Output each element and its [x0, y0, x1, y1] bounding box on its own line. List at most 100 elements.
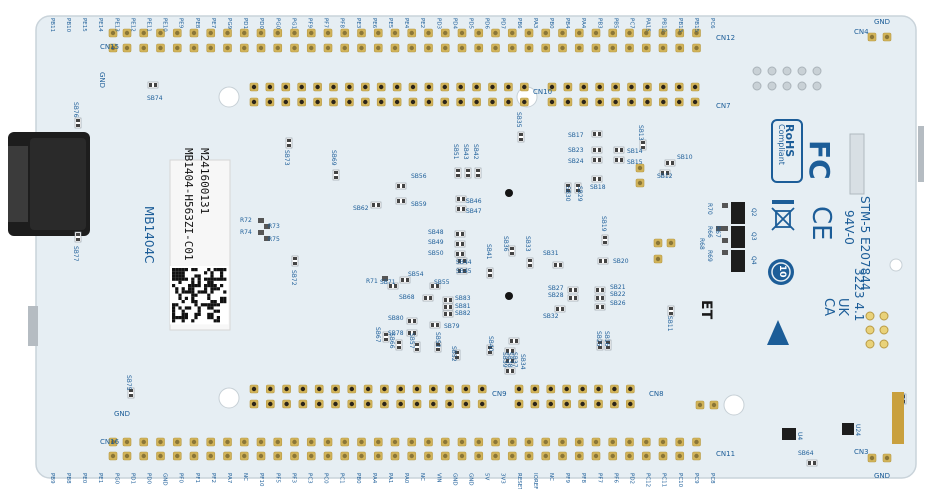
solder-bridge-sb80: [406, 317, 418, 325]
solder-bridge-sb53-pad: [436, 348, 440, 351]
solder-bridge-sb44-pad: [458, 259, 461, 263]
silk-label-sb52: SB52: [450, 346, 457, 362]
pin-label-top: PE13: [113, 18, 119, 32]
solder-bridge-sb21-pad: [596, 288, 599, 292]
solder-bridge-sb13-pad: [641, 146, 645, 149]
qr-module: [197, 306, 201, 310]
solder-bridge-sb23: [591, 146, 603, 154]
qr-module: [216, 309, 220, 313]
header-pin-cn9-hole: [398, 401, 403, 407]
header-pin-cn10-hole: [283, 84, 288, 90]
qr-module: [197, 280, 201, 284]
header-pin-cn11-hole: [493, 439, 498, 445]
header-pin-cn11-hole: [208, 453, 213, 459]
qr-module: [175, 316, 179, 320]
solder-bridge-sb25: [596, 339, 604, 351]
header-pin-cn11-hole: [309, 439, 314, 445]
header-pin-cn12-hole: [141, 45, 146, 51]
pin-label-top: PC6: [709, 18, 715, 29]
resistor-r73: [264, 224, 270, 229]
header-pin-cn11-hole: [560, 439, 565, 445]
silk-label-sb11: SB11: [666, 316, 673, 332]
silk-label-sb25: SB25: [595, 331, 602, 347]
header-pin-cn7-hole: [645, 99, 650, 105]
pin-label-bottom: GND: [162, 473, 168, 486]
header-pin-cn11-hole: [342, 439, 347, 445]
jumper-pin-hole: [655, 240, 661, 246]
label-cn8: CN8: [649, 390, 664, 398]
solder-bridge-sb83-pad: [444, 298, 447, 302]
solder-bridge-sb37-pad: [511, 349, 514, 353]
qr-module: [207, 312, 211, 316]
qr-module: [175, 274, 179, 278]
pin-label-top: PE10: [162, 18, 168, 32]
header-pin-cn7-hole: [629, 99, 634, 105]
qr-module: [188, 290, 192, 294]
side-connector: [28, 306, 38, 346]
qr-module: [184, 268, 188, 272]
pin-label-bottom: PF8: [580, 473, 586, 483]
silk-label-r72: R72: [240, 217, 252, 224]
header-pin-cn10-hole: [522, 99, 527, 105]
solder-bridge-sb26-pad: [596, 305, 599, 309]
header-pin-cn11-hole: [242, 439, 247, 445]
header-pin-cn10-hole: [315, 84, 320, 90]
pin-label-bottom: PE0: [81, 473, 87, 484]
pin-label-bottom: NC: [242, 473, 248, 481]
solder-bridge-sb10: [664, 159, 676, 167]
qr-module: [213, 284, 217, 288]
qr-module: [172, 309, 176, 313]
solder-bridge-sb18-pad: [598, 177, 601, 181]
header-pin-cn11-hole: [392, 453, 398, 459]
header-pin-cn11-hole: [158, 453, 163, 459]
qr-module: [220, 296, 224, 300]
pin-label-bottom: IOREF: [532, 473, 538, 489]
qr-module: [223, 296, 227, 300]
header-pin-cn11-hole: [526, 439, 532, 445]
solder-bridge-sb83: [442, 296, 454, 304]
resistor-r75: [264, 236, 270, 241]
solder-bridge-sb68: [422, 294, 434, 302]
header-pin-cn11-hole: [610, 439, 615, 445]
qr-module: [204, 284, 208, 288]
solder-bridge-sb48-pad: [461, 232, 464, 236]
silk-label-sb23: SB23: [568, 147, 584, 154]
solder-bridge-sb20-pad: [599, 259, 602, 263]
label-cn12: CN12: [716, 34, 736, 42]
pin-label-bottom: GND: [468, 473, 474, 486]
qr-module: [175, 290, 179, 294]
solder-bridge-sb42: [474, 167, 482, 179]
solder-bridge-sb49-pad: [461, 242, 464, 246]
solder-bridge-sb10-pad: [666, 161, 669, 165]
qr-module: [204, 290, 208, 294]
pin-label-top: PE12: [129, 18, 135, 32]
solder-bridge-sb38-pad: [511, 359, 514, 363]
solder-bridge-sb46-pad: [462, 197, 465, 201]
jumper-pin-hole: [711, 402, 717, 408]
pin-label-top: PE6: [371, 18, 377, 29]
silk-label-sb27: SB27: [548, 285, 564, 292]
pin-label-top: PB11: [49, 18, 55, 32]
silk-label-sb28: SB28: [548, 292, 564, 299]
solder-bridge-sb55-pad: [431, 284, 434, 288]
qr-module: [172, 319, 176, 323]
pin-label-top: PD1: [242, 18, 248, 29]
header-pin-cn11-hole: [191, 439, 197, 445]
qr-module: [220, 284, 224, 288]
silk-label-r66: R66: [706, 226, 713, 238]
header-pin-cn10-hole: [363, 84, 368, 90]
qr-module: [194, 312, 198, 316]
header-pin-cn12-hole: [242, 45, 247, 51]
pin-label-top: PE14: [97, 18, 103, 32]
silk-label-r75: R75: [268, 236, 280, 243]
solder-bridge-sb79-pad: [431, 323, 434, 327]
solder-bridge-sb21-pad: [601, 288, 604, 292]
solder-bridge-sb75: [127, 387, 135, 399]
pin-label-bottom: PC1: [339, 473, 345, 484]
qr-module: [181, 268, 185, 272]
silk-label-sb72: SB72: [290, 270, 297, 286]
header-pin-cn9-hole: [333, 386, 338, 392]
pin-label-bottom: PC3: [307, 473, 313, 484]
header-pin-cn12-hole: [124, 30, 130, 36]
header-pin-cn12-hole: [359, 45, 364, 51]
